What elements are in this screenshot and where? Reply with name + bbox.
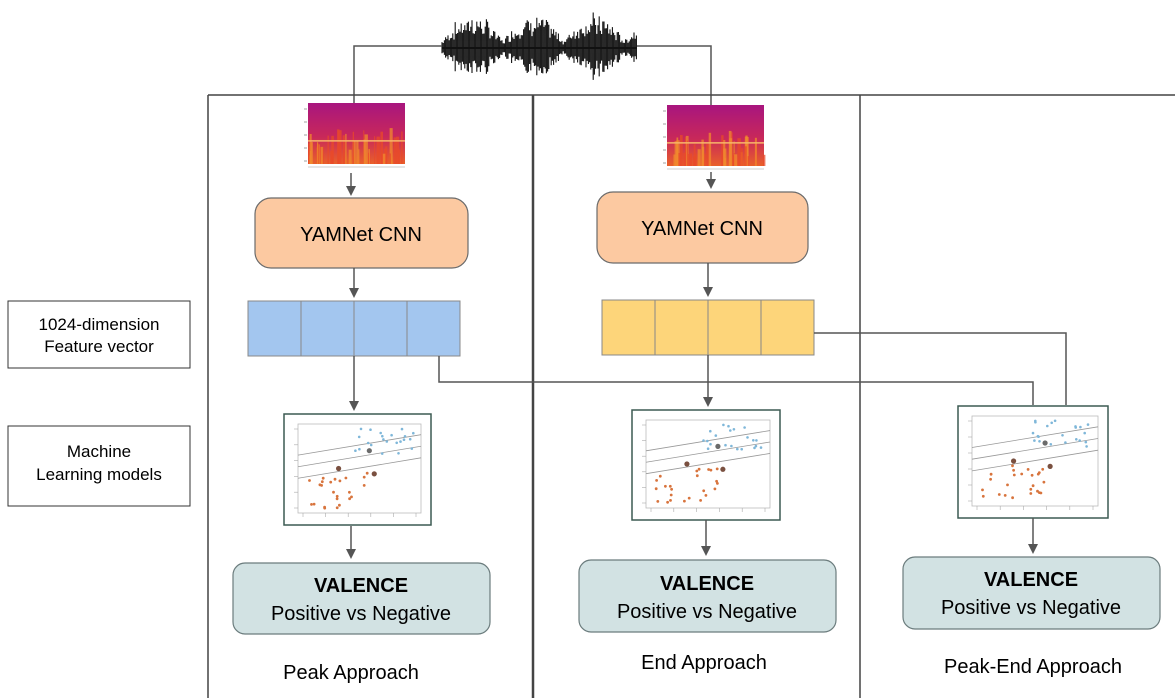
cnn-label-peak: YAMNet CNN bbox=[300, 224, 422, 246]
ml-models-label-line2: Learning models bbox=[36, 465, 162, 484]
valence-title-peak-end: VALENCE bbox=[984, 569, 1078, 591]
valence-subtitle-peak: Positive vs Negative bbox=[271, 603, 451, 625]
feature-vector-label-line2: Feature vector bbox=[44, 337, 154, 356]
valence-box-peak: VALENCE Positive vs Negative bbox=[232, 562, 491, 635]
waveform-to-end-connector bbox=[637, 45, 712, 105]
scatter-plot-icon bbox=[957, 405, 1109, 519]
ml-models-label: Machine Learning models bbox=[7, 425, 191, 507]
spectrogram-icon bbox=[656, 105, 766, 172]
valence-title-end: VALENCE bbox=[660, 573, 754, 595]
end-approach-label: End Approach bbox=[641, 652, 767, 674]
valence-subtitle-end: Positive vs Negative bbox=[617, 601, 797, 623]
spectrogram-icon bbox=[297, 103, 405, 170]
feature-vector-label-line1: 1024-dimension bbox=[39, 315, 160, 334]
feature-vector-label: 1024-dimension Feature vector bbox=[7, 300, 191, 369]
scatter-plot-icon bbox=[283, 413, 432, 526]
valence-box-peak-end: VALENCE Positive vs Negative bbox=[902, 556, 1161, 630]
cnn-block-end: YAMNet CNN bbox=[596, 191, 809, 264]
feature-vector-blue bbox=[247, 300, 461, 357]
peak-vector-connector bbox=[438, 356, 1034, 405]
cnn-block-peak: YAMNet CNN bbox=[254, 197, 469, 269]
valence-box-end: VALENCE Positive vs Negative bbox=[578, 559, 837, 633]
waveform-icon bbox=[441, 12, 637, 80]
valence-subtitle-peak-end: Positive vs Negative bbox=[941, 597, 1121, 619]
peak-end-approach-label: Peak-End Approach bbox=[944, 656, 1122, 678]
cnn-label-end: YAMNet CNN bbox=[641, 218, 763, 240]
valence-title-peak: VALENCE bbox=[314, 575, 408, 597]
peak-approach-label: Peak Approach bbox=[283, 662, 419, 684]
ml-models-label-line1: Machine bbox=[67, 442, 131, 461]
scatter-plot-icon bbox=[631, 409, 781, 521]
feature-vector-yellow bbox=[601, 299, 815, 356]
end-vector-connector bbox=[814, 332, 1067, 405]
waveform-to-peak-connector bbox=[353, 45, 442, 107]
